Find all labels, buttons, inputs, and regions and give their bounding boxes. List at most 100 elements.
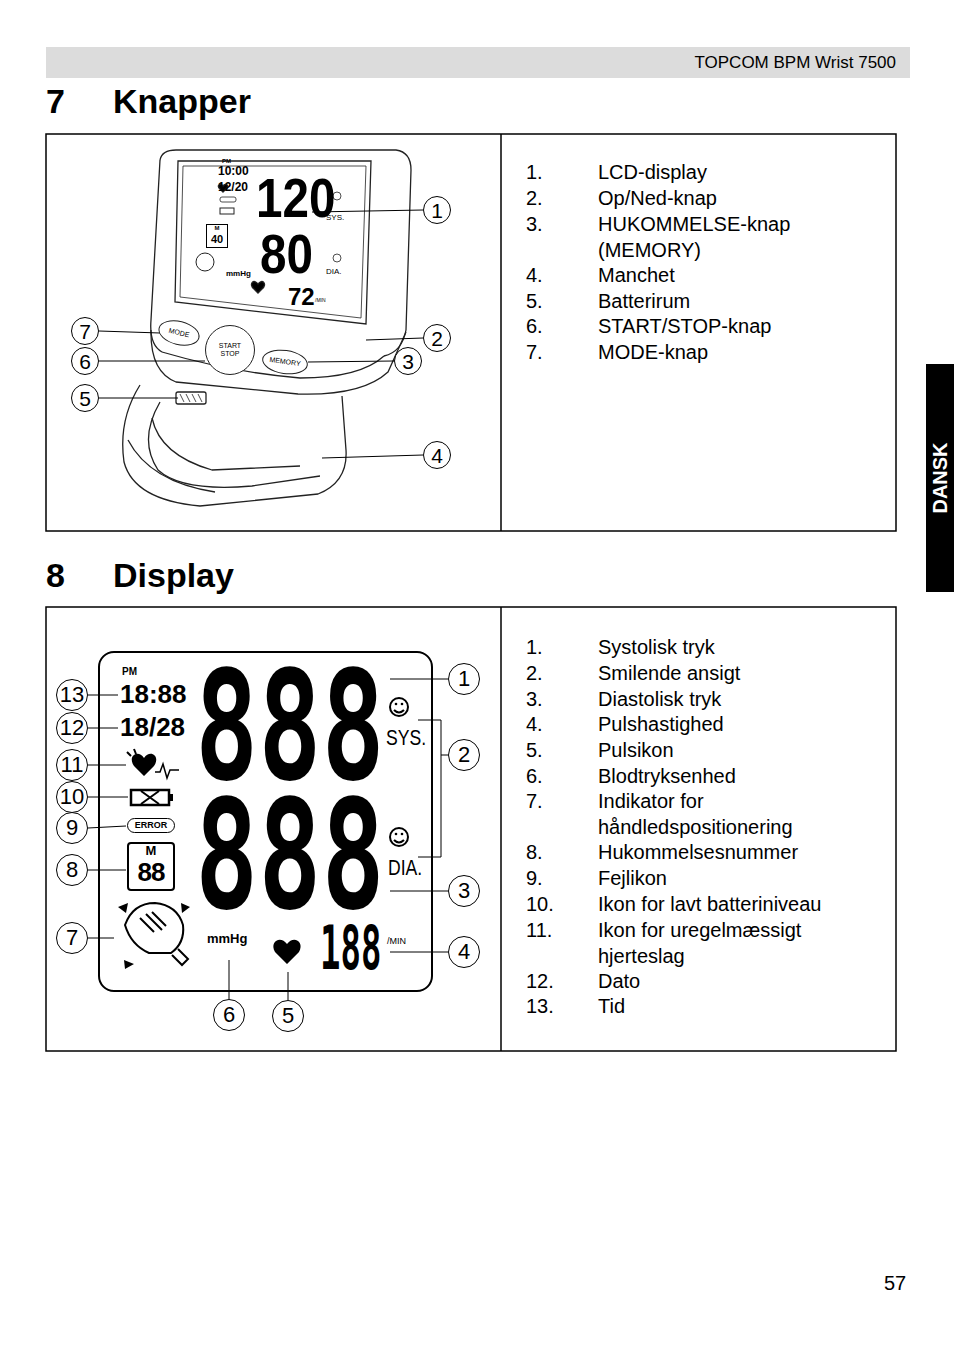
callout-circle: 6 [71,347,99,375]
pulse-digits: 188 [320,918,381,978]
list-text: Pulsikon [598,738,848,764]
memory-text: 40 [207,232,227,246]
list-text: Blodtryksenhed [598,764,848,790]
legend-list: 1.LCD-display2.Op/Ned-knap3.HUKOMMELSE-k… [502,135,895,530]
list-text: 3. [526,687,543,713]
list-text: 9. [526,866,543,892]
button-label: MODE [164,326,195,341]
callout-number: 13 [60,684,84,706]
error-icon: ERROR [127,818,175,833]
callout-circle: 1 [423,196,451,224]
list-text: 12. [526,969,554,995]
list-text: 7. [526,340,543,366]
callout-number: 7 [66,927,78,949]
lcd-text: DIA. [388,857,422,879]
callout-circle: 7 [71,317,99,345]
callout-number: 6 [79,351,91,372]
callout-number: 9 [66,817,78,839]
list-text: START/STOP-knap [598,314,828,340]
list-text: 6. [526,314,543,340]
lcd-text: mmHg [226,270,251,278]
callout-number: 5 [282,1005,294,1027]
button-label: MEMORY [268,356,303,368]
callout-number: 4 [431,445,443,466]
memory-number: M [129,844,173,858]
heading-number: 7 [46,84,65,118]
list-text: Ikon for lavt batteriniveau [598,892,848,918]
list-text: Pulshastighed [598,712,848,738]
callout-number: 5 [79,388,91,409]
heading-number: 8 [46,558,65,592]
lcd-date: 12/20 [218,181,248,193]
button: START STOP [205,325,255,375]
tab-text: DANSK [930,442,950,513]
leader-lines [88,210,448,1000]
callout-circle: 5 [71,384,99,412]
lcd-text: PM [122,667,137,677]
list-text: 1. [526,160,543,186]
callout-number: 2 [458,744,470,766]
list-text: 3. [526,212,543,238]
callout-circle: 8 [56,854,88,886]
callout-circle: 11 [56,749,88,781]
list-text: Dato [598,969,848,995]
callout-number: 12 [60,717,84,739]
callout-number: 11 [61,754,84,776]
callout-number: 3 [402,351,414,372]
memory-text: M [207,225,227,232]
callout-circle: 5 [272,1000,304,1032]
lcd-text: PM [222,158,231,164]
callout-number: 8 [66,859,78,881]
header-text: TOPCOM BPM Wrist 7500 [694,53,896,72]
list-text: Indikator for håndledspositionering [598,789,848,840]
button: MODE [156,316,203,349]
lcd-text: SYS. [326,214,344,222]
list-text: Smilende ansigt [598,661,848,687]
list-text: HUKOMMELSE-knap (MEMORY) [598,212,828,263]
callout-circle: 4 [448,936,480,968]
wrist-monitor [123,150,411,506]
lcd-time: 10:00 [218,165,249,177]
list-text: 6. [526,764,543,790]
callout-circle: 7 [56,922,88,954]
lcd-time: 18:88 [120,681,187,707]
button: MEMORY [261,347,310,377]
lcd-text: /MIN [315,298,326,303]
list-text: Systolisk tryk [598,635,848,661]
callout-circle: 2 [423,324,451,352]
list-text: 5. [526,289,543,315]
list-text: Diastolisk tryk [598,687,848,713]
list-text: MODE-knap [598,340,828,366]
lcd-text: SYS. [386,727,426,749]
lcd-digits: 120 [256,170,335,226]
callout-circle: 6 [213,999,245,1031]
list-text: 13. [526,994,554,1020]
callout-circle: 12 [56,712,88,744]
list-text: Hukommelsesnummer [598,840,848,866]
list-text: 7. [526,789,543,815]
lcd-digits: 888 [195,780,385,932]
lcd-date: 18/28 [120,714,185,740]
list-text: Op/Ned-knap [598,186,828,212]
list-text: Manchet [598,263,828,289]
list-text: 8. [526,840,543,866]
heading-text: Display [113,558,234,592]
list-text: 11. [526,918,552,944]
callout-number: 4 [458,941,470,963]
unit-text: /MIN [387,937,406,946]
list-text: 4. [526,712,543,738]
memory-indicator: M40 [206,224,228,248]
list-text: 5. [526,738,543,764]
error-text: ERROR [135,821,168,830]
callout-circle: 13 [56,679,88,711]
list-text: Ikon for uregelmæssigt hjerteslag [598,918,848,969]
table-frames [46,134,896,1051]
lcd-digits: 80 [260,226,313,282]
callout-circle: 9 [56,812,88,844]
list-text: 4. [526,263,543,289]
list-text: Fejlikon [598,866,848,892]
lcd-text: DIA. [326,268,342,276]
callout-circle: 2 [448,739,480,771]
button-label: START STOP [211,342,249,357]
